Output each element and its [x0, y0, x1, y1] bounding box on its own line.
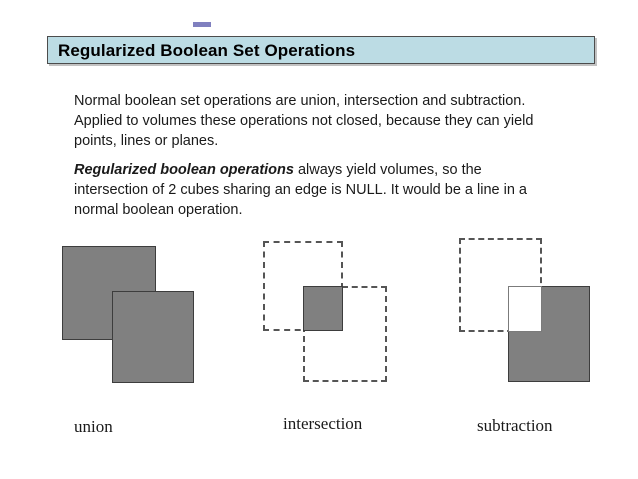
intersection-outline-a — [263, 241, 343, 331]
subtraction-outline-subtrahend — [459, 238, 542, 332]
intersection-overlap-region — [303, 286, 343, 331]
paragraph-regularized-rest: always yield volumes, so the intersectio… — [74, 162, 527, 218]
subtraction-removed-region — [508, 286, 542, 332]
slide-title-bar: Regularized Boolean Set Operations — [47, 36, 595, 64]
union-square-b — [112, 291, 194, 383]
caption-intersection: intersection — [283, 414, 363, 433]
clipped-text-artifact — [193, 22, 211, 27]
emphasis-regularized-boolean-operations: Regularized boolean operations — [74, 162, 294, 178]
page-title: Regularized Boolean Set Operations — [58, 41, 356, 60]
caption-union: union — [74, 417, 113, 436]
union-square-a — [62, 246, 156, 340]
paragraph-regularized-operations: Regularized boolean operations always yi… — [74, 160, 574, 220]
subtraction-minuend-square — [508, 286, 590, 382]
union-seam-vertical — [113, 292, 155, 339]
intersection-outline-b — [303, 286, 387, 382]
paragraph-normal-operations: Normal boolean set operations are union,… — [74, 93, 534, 149]
caption-subtraction: subtraction — [477, 416, 553, 435]
